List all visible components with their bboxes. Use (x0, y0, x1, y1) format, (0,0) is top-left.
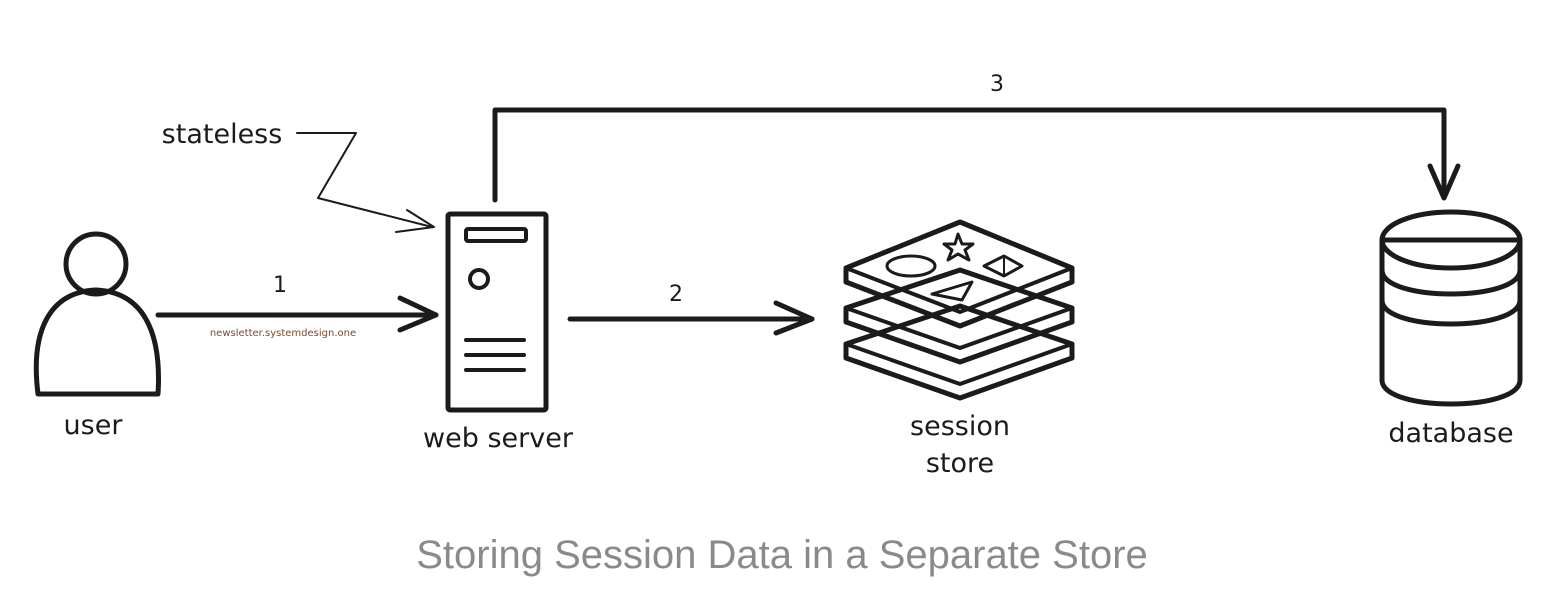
step-2-label: 2 (669, 282, 683, 307)
database-label: database (1388, 418, 1513, 449)
server-icon (445, 211, 549, 413)
step-3-label: 3 (990, 72, 1004, 97)
user-icon (33, 231, 161, 397)
arrow-web-server-to-session-store: 2 (567, 282, 815, 336)
user-label: user (64, 410, 124, 441)
database-icon (1379, 209, 1523, 407)
arrow-web-server-to-database: 3 (492, 72, 1461, 203)
figure-caption: Storing Session Data in a Separate Store (416, 533, 1148, 577)
session-store-label-line1: session (910, 411, 1010, 442)
session-store-icon (843, 219, 1075, 401)
user-node: user (33, 231, 161, 441)
session-store-node: session store (843, 219, 1075, 479)
web-server-label: web server (423, 423, 574, 454)
arrow-user-to-web-server: 1 newsletter.systemdesign.one (155, 273, 439, 339)
session-store-label-line2: store (926, 448, 994, 479)
web-server-node: web server (423, 211, 574, 454)
stateless-label: stateless (162, 119, 283, 150)
watermark: newsletter.systemdesign.one (210, 328, 356, 339)
database-node: database (1379, 209, 1523, 449)
step-1-label: 1 (273, 273, 287, 298)
stateless-pointer (296, 132, 433, 228)
stateless-annotation: stateless (162, 119, 435, 233)
